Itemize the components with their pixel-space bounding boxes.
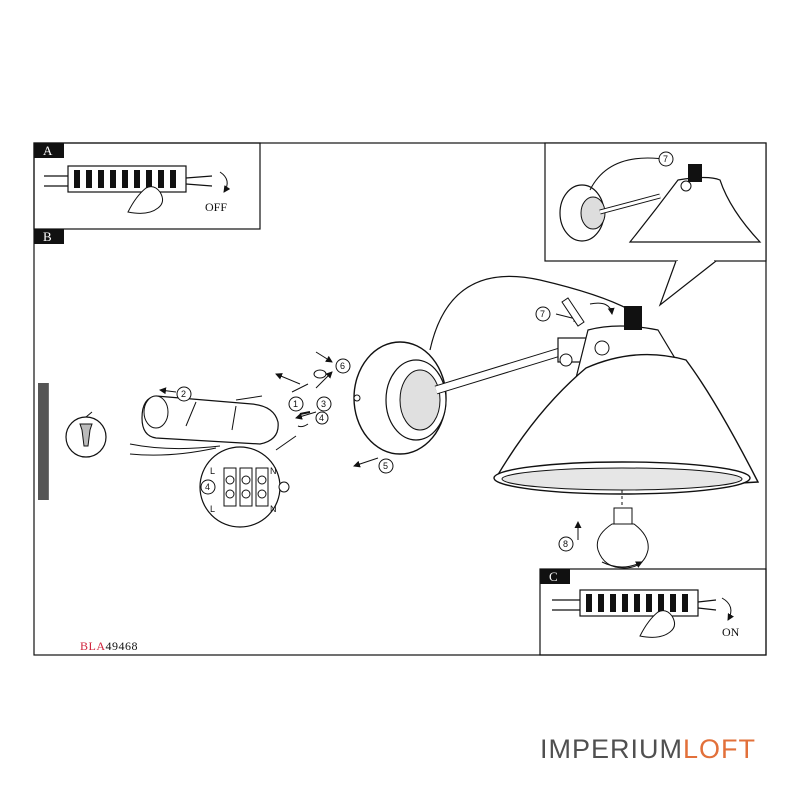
terminal-block-detail: L L N N 4 — [199, 435, 297, 528]
panel-a-letter: A — [43, 143, 53, 158]
step-7: 7 — [535, 297, 615, 327]
step-5: 5 — [353, 457, 394, 474]
panel-b-label: B — [34, 229, 64, 244]
svg-text:3: 3 — [321, 399, 326, 409]
panel-a-action: OFF — [205, 200, 227, 214]
connector-housing: 2 — [129, 386, 279, 456]
svg-text:4: 4 — [319, 413, 324, 423]
model-number: BLA49468 — [80, 639, 138, 654]
svg-text:L: L — [210, 466, 215, 476]
model-prefix: BLA — [80, 639, 106, 653]
inset-detail: 7 — [544, 142, 767, 307]
panel-a: A OFF — [33, 142, 261, 230]
wall-surface — [38, 383, 49, 500]
brand-part-1: IMPERIUM — [540, 734, 683, 764]
step-1: 1 — [275, 373, 309, 412]
panel-c-action: ON — [722, 625, 740, 639]
svg-text:1: 1 — [293, 399, 298, 409]
svg-text:7: 7 — [540, 309, 545, 319]
svg-text:N: N — [270, 504, 277, 514]
panel-c: C ON — [539, 568, 767, 656]
screw-detail — [65, 411, 107, 458]
step-6: 6 — [313, 351, 351, 389]
bulb: 8 — [558, 507, 649, 569]
svg-text:L: L — [210, 504, 215, 514]
model-code: 49468 — [105, 639, 138, 653]
panel-c-hand — [639, 610, 676, 638]
svg-text:2: 2 — [181, 389, 186, 399]
svg-text:5: 5 — [383, 461, 388, 471]
panel-c-terminal-strip — [552, 589, 717, 617]
svg-text:4: 4 — [205, 482, 210, 492]
inset-step-number: 7 — [663, 154, 668, 164]
panel-c-letter: C — [549, 569, 558, 584]
svg-text:N: N — [270, 466, 277, 476]
brand-logo: IMPERIUMLOFT — [540, 734, 756, 765]
outer-frame — [33, 142, 767, 656]
svg-text:B: B — [43, 229, 52, 244]
svg-text:6: 6 — [340, 361, 345, 371]
lamp-assembly — [353, 275, 760, 508]
step-4: 4 — [297, 411, 329, 428]
step-3: 3 — [295, 396, 332, 420]
panel-a-terminal-strip — [44, 165, 213, 193]
panel-a-hand — [127, 186, 164, 214]
step-8-label: 8 — [563, 539, 568, 549]
brand-part-2: LOFT — [683, 734, 757, 764]
